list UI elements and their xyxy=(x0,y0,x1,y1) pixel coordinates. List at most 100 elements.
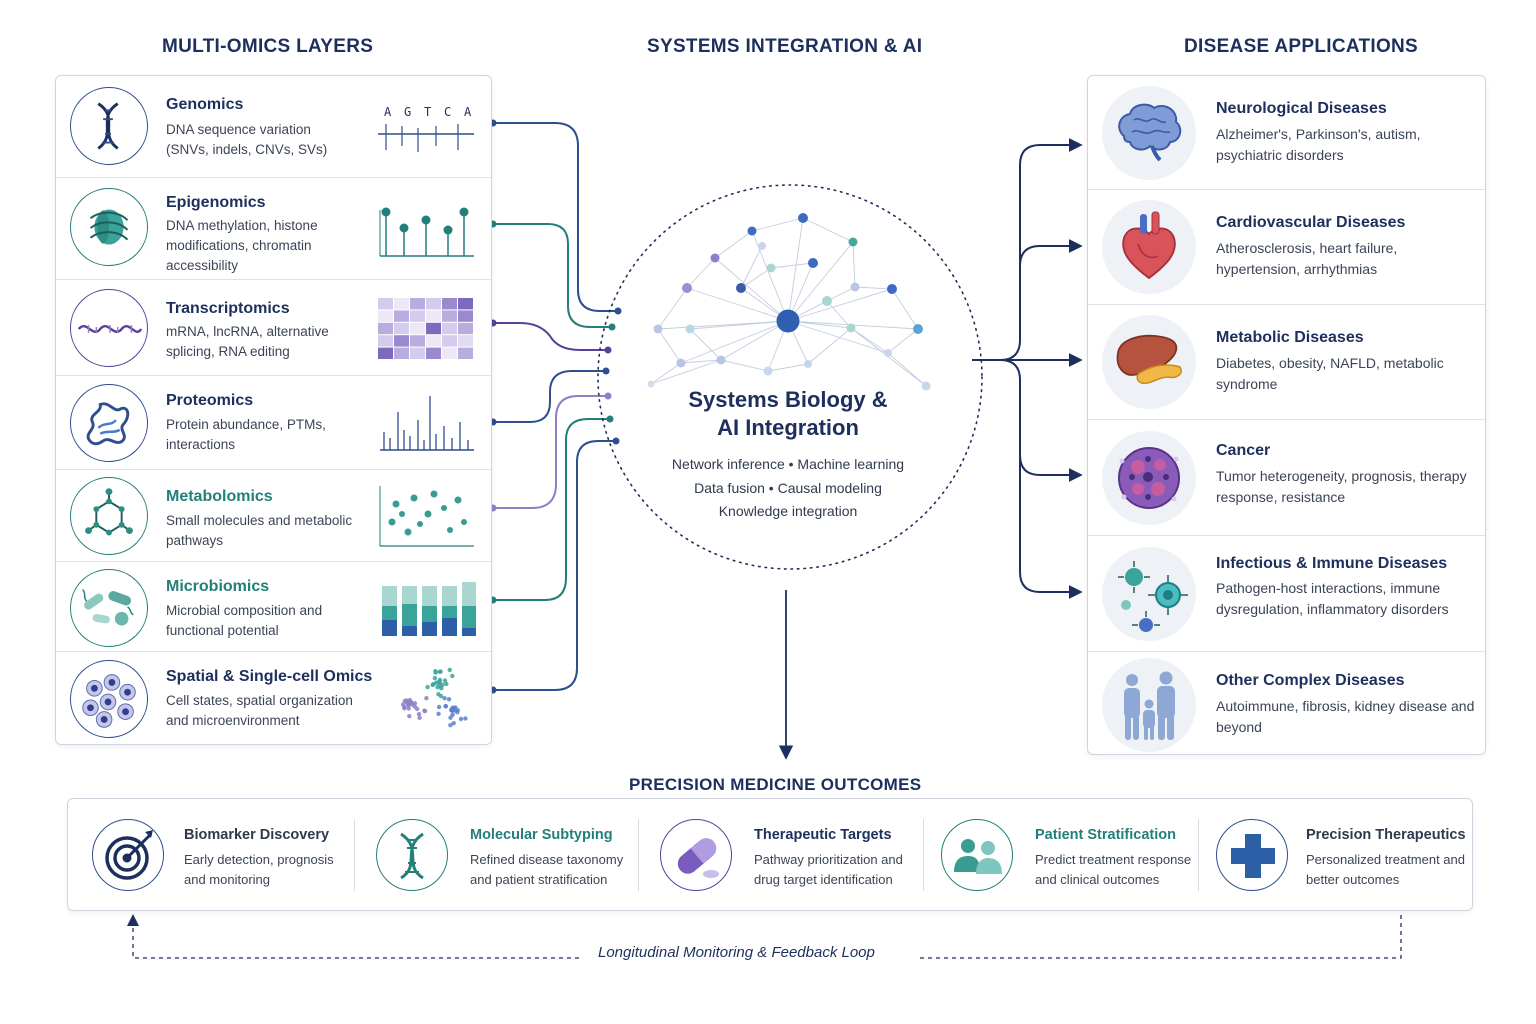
medical-cross-icon xyxy=(1216,819,1288,891)
stack-segment xyxy=(462,628,476,636)
heatmap-cell xyxy=(410,298,425,310)
disease-title: Infectious & Immune Diseases xyxy=(1216,555,1448,572)
cluster-dot xyxy=(455,710,460,715)
cluster-dot xyxy=(425,684,430,690)
stack-segment xyxy=(382,606,397,620)
patients-icon xyxy=(941,819,1013,891)
heatmap-cell xyxy=(410,322,425,335)
heatmap-cell xyxy=(394,322,409,335)
cluster-dot xyxy=(446,697,452,702)
stack-segment xyxy=(442,606,457,618)
disease-desc: Autoimmune, fibrosis, kidney disease and… xyxy=(1216,698,1475,735)
disease-title: Cancer xyxy=(1216,442,1271,459)
disease-desc: Alzheimer's, Parkinson's, autism, psychi… xyxy=(1216,126,1421,163)
outcome-desc: Personalized treatment and better outcom… xyxy=(1306,852,1465,887)
disease-desc: Tumor heterogeneity, prognosis, therapy … xyxy=(1216,468,1467,505)
heatmap-cell xyxy=(378,310,393,322)
omics-desc: Microbial composition and functional pot… xyxy=(166,603,323,638)
heatmap-cell xyxy=(394,298,409,310)
heatmap-cell xyxy=(426,310,441,322)
outcomes-title: PRECISION MEDICINE OUTCOMES xyxy=(629,775,922,794)
cluster-dot xyxy=(422,708,428,714)
cluster-dot xyxy=(407,697,413,703)
stack-segment xyxy=(402,604,417,626)
cluster-dot xyxy=(402,706,407,711)
metabolite-scatter-icon xyxy=(379,486,474,547)
hub-title-line1: Systems Biology & xyxy=(688,387,888,412)
dna-icon xyxy=(376,819,448,891)
stack-segment xyxy=(462,582,476,606)
target-icon xyxy=(92,819,164,891)
outcome-biomarker-discovery: Biomarker Discovery Early detection, pro… xyxy=(68,799,353,910)
heatmap-cell xyxy=(458,310,473,322)
outcome-divider xyxy=(923,819,924,891)
brain-icon xyxy=(1102,86,1196,180)
cluster-dot xyxy=(463,716,468,721)
heatmap-cell xyxy=(378,298,393,310)
dna-icon xyxy=(70,87,148,165)
heart-icon xyxy=(1102,200,1196,294)
connector-dots xyxy=(489,119,622,694)
heatmap-cell xyxy=(426,335,441,347)
cluster-dot xyxy=(436,711,441,716)
outcome-desc: Early detection, prognosis and monitorin… xyxy=(184,852,334,887)
outcome-divider xyxy=(1198,819,1199,891)
cluster-dot xyxy=(417,715,422,721)
single-cell-cluster-icon xyxy=(400,667,468,728)
cluster-dot xyxy=(442,678,448,683)
heatmap-cell xyxy=(378,347,393,359)
stack-segment xyxy=(442,586,457,606)
omics-title: Epigenomics xyxy=(166,194,266,211)
disease-row-other: Other Complex Diseases Autoimmune, fibro… xyxy=(1088,652,1485,754)
microbe-icon xyxy=(70,569,148,647)
dna-letter: A xyxy=(384,105,392,119)
cluster-dot xyxy=(458,716,464,722)
feedback-arrowhead xyxy=(127,914,139,926)
omics-desc: Cell states, spatial organization and mi… xyxy=(166,693,353,728)
outcome-molecular-subtyping: Molecular Subtyping Refined disease taxo… xyxy=(354,799,634,910)
omics-panel: Genomics DNA sequence variation (SNVs, i… xyxy=(55,75,492,745)
heatmap-cell xyxy=(442,310,457,322)
outcome-desc: Pathway prioritization and drug target i… xyxy=(754,852,903,887)
heatmap-cell xyxy=(410,335,425,347)
omics-title: Transcriptomics xyxy=(166,300,290,317)
disease-panel: Neurological Diseases Alzheimer's, Parki… xyxy=(1087,75,1486,755)
heatmap-cell xyxy=(378,335,393,347)
cluster-dot xyxy=(412,700,418,706)
cluster-dot xyxy=(443,703,448,709)
omics-title: Genomics xyxy=(166,96,244,113)
stack-segment xyxy=(422,622,437,636)
cluster-dot xyxy=(442,696,447,701)
cluster-dot xyxy=(450,712,455,717)
omics-connectors xyxy=(493,122,618,691)
cluster-dot xyxy=(416,711,422,717)
cluster-dot xyxy=(433,668,438,674)
outcome-title: Molecular Subtyping xyxy=(470,827,613,843)
disease-row-cardiovascular: Cardiovascular Diseases Atherosclerosis,… xyxy=(1088,190,1485,305)
hub-methods-line3: Knowledge integration xyxy=(718,503,858,519)
heatmap-cell xyxy=(442,298,457,310)
omics-column-title: MULTI-OMICS LAYERS xyxy=(162,36,374,57)
rna-icon xyxy=(70,289,148,367)
feedback-loop-label: Longitudinal Monitoring & Feedback Loop xyxy=(598,944,875,961)
stack-segment xyxy=(442,618,457,636)
cluster-dot xyxy=(437,669,443,674)
disease-desc: Pathogen-host interactions, immune dysre… xyxy=(1216,580,1449,617)
disease-title: Metabolic Diseases xyxy=(1216,329,1364,346)
outcome-title: Precision Therapeutics xyxy=(1306,827,1466,843)
sequence-track-icon: A G T C A xyxy=(378,105,474,152)
omics-row-metabolomics: Metabolomics Small molecules and metabol… xyxy=(56,470,491,562)
heatmap-cell xyxy=(394,310,409,322)
outcome-title: Therapeutic Targets xyxy=(754,827,892,843)
outcome-title: Patient Stratification xyxy=(1035,827,1176,843)
omics-title: Metabolomics xyxy=(166,488,273,505)
tumor-cell-icon xyxy=(1102,431,1196,525)
composition-stacked-bar-icon xyxy=(382,582,476,636)
heatmap-cell xyxy=(410,347,425,359)
cluster-dot xyxy=(432,675,438,681)
disease-title: Other Complex Diseases xyxy=(1216,672,1405,689)
omics-desc: DNA sequence variation (SNVs, indels, CN… xyxy=(166,122,328,157)
cluster-dot xyxy=(435,684,440,690)
dna-letter: T xyxy=(424,105,431,119)
disease-row-cancer: Cancer Tumor heterogeneity, prognosis, t… xyxy=(1088,420,1485,536)
